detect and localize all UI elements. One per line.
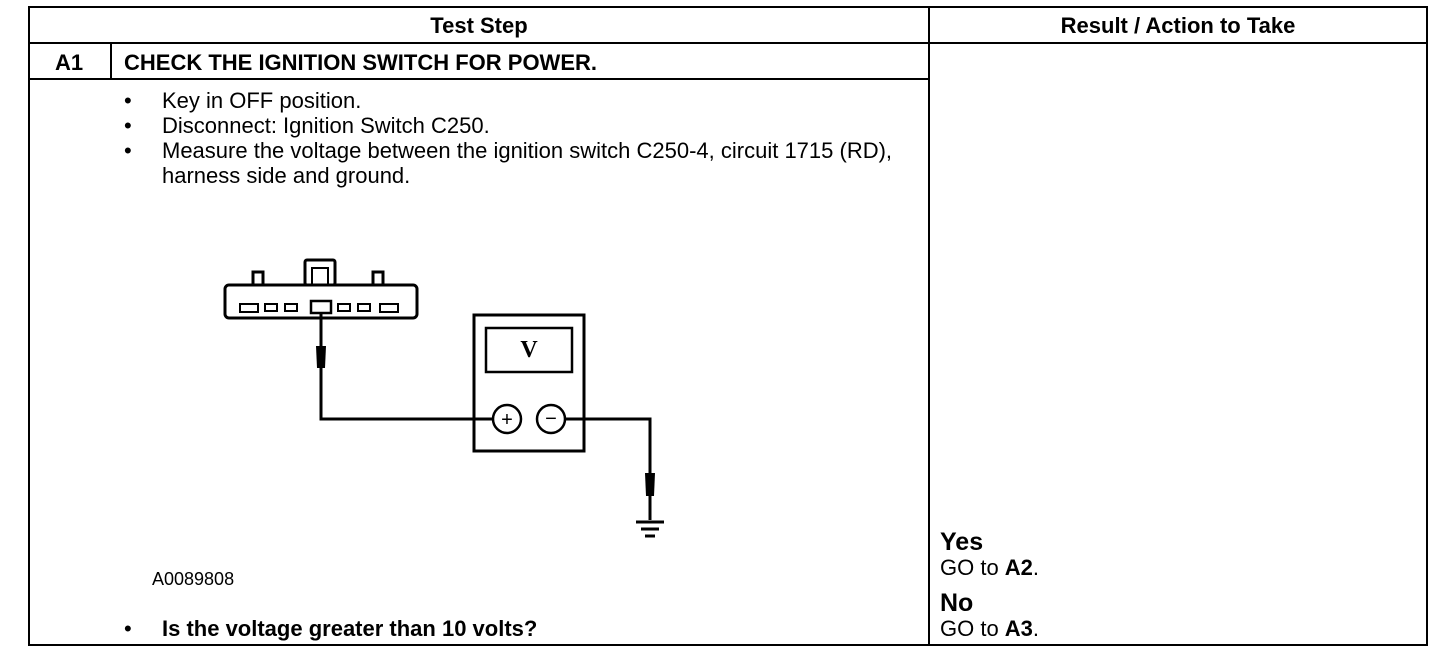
result-yes: Yes GO to A2. bbox=[940, 528, 1039, 580]
bullet-glyph: • bbox=[124, 88, 132, 113]
column-divider bbox=[928, 8, 930, 644]
connector-icon bbox=[223, 258, 419, 320]
header-test-step: Test Step bbox=[430, 13, 528, 38]
bullet-glyph: • bbox=[124, 113, 132, 138]
instruction-item: •Key in OFF position. bbox=[124, 88, 362, 113]
instruction-item: •Disconnect: Ignition Switch C250. bbox=[124, 113, 490, 138]
measurement-diagram: V + − bbox=[223, 258, 664, 538]
test-step-table: Test Step Result / Action to Take A1 CHE… bbox=[28, 6, 1428, 646]
minus-terminal: − bbox=[545, 408, 557, 430]
result-no-label: No bbox=[940, 589, 974, 617]
header-divider bbox=[30, 42, 1426, 44]
instruction-list: •Key in OFF position. •Disconnect: Ignit… bbox=[120, 88, 920, 188]
result-yes-prefix: GO to bbox=[940, 555, 1005, 580]
result-no-suffix: . bbox=[1032, 616, 1040, 641]
result-yes-label: Yes bbox=[940, 528, 984, 556]
voltmeter-icon bbox=[472, 313, 586, 453]
result-yes-suffix: . bbox=[1032, 555, 1040, 580]
question: • Is the voltage greater than 10 volts? bbox=[120, 616, 537, 642]
result-no-prefix: GO to bbox=[940, 616, 1005, 641]
ground-symbol-icon bbox=[636, 520, 664, 538]
test-leads bbox=[319, 368, 652, 473]
plus-terminal: + bbox=[501, 409, 513, 431]
question-text: Is the voltage greater than 10 volts? bbox=[162, 616, 538, 641]
meter-label: V bbox=[520, 337, 538, 363]
figure-id: A0089808 bbox=[152, 569, 235, 589]
bullet-glyph: • bbox=[124, 138, 132, 163]
result-no: No GO to A3. bbox=[940, 589, 1039, 641]
ground-probe-icon bbox=[645, 473, 655, 520]
step-title: CHECK THE IGNITION SWITCH FOR POWER. bbox=[124, 50, 597, 75]
bullet-glyph: • bbox=[124, 616, 132, 641]
header-result-action: Result / Action to Take bbox=[1060, 13, 1296, 38]
result-yes-target: A2 bbox=[1004, 555, 1033, 580]
probe-icon bbox=[316, 313, 326, 368]
instruction-item: •Measure the voltage between the ignitio… bbox=[124, 138, 893, 188]
step-id: A1 bbox=[54, 50, 84, 75]
step-title-divider bbox=[30, 78, 928, 80]
step-id-divider bbox=[110, 44, 112, 80]
result-no-target: A3 bbox=[1004, 616, 1033, 641]
